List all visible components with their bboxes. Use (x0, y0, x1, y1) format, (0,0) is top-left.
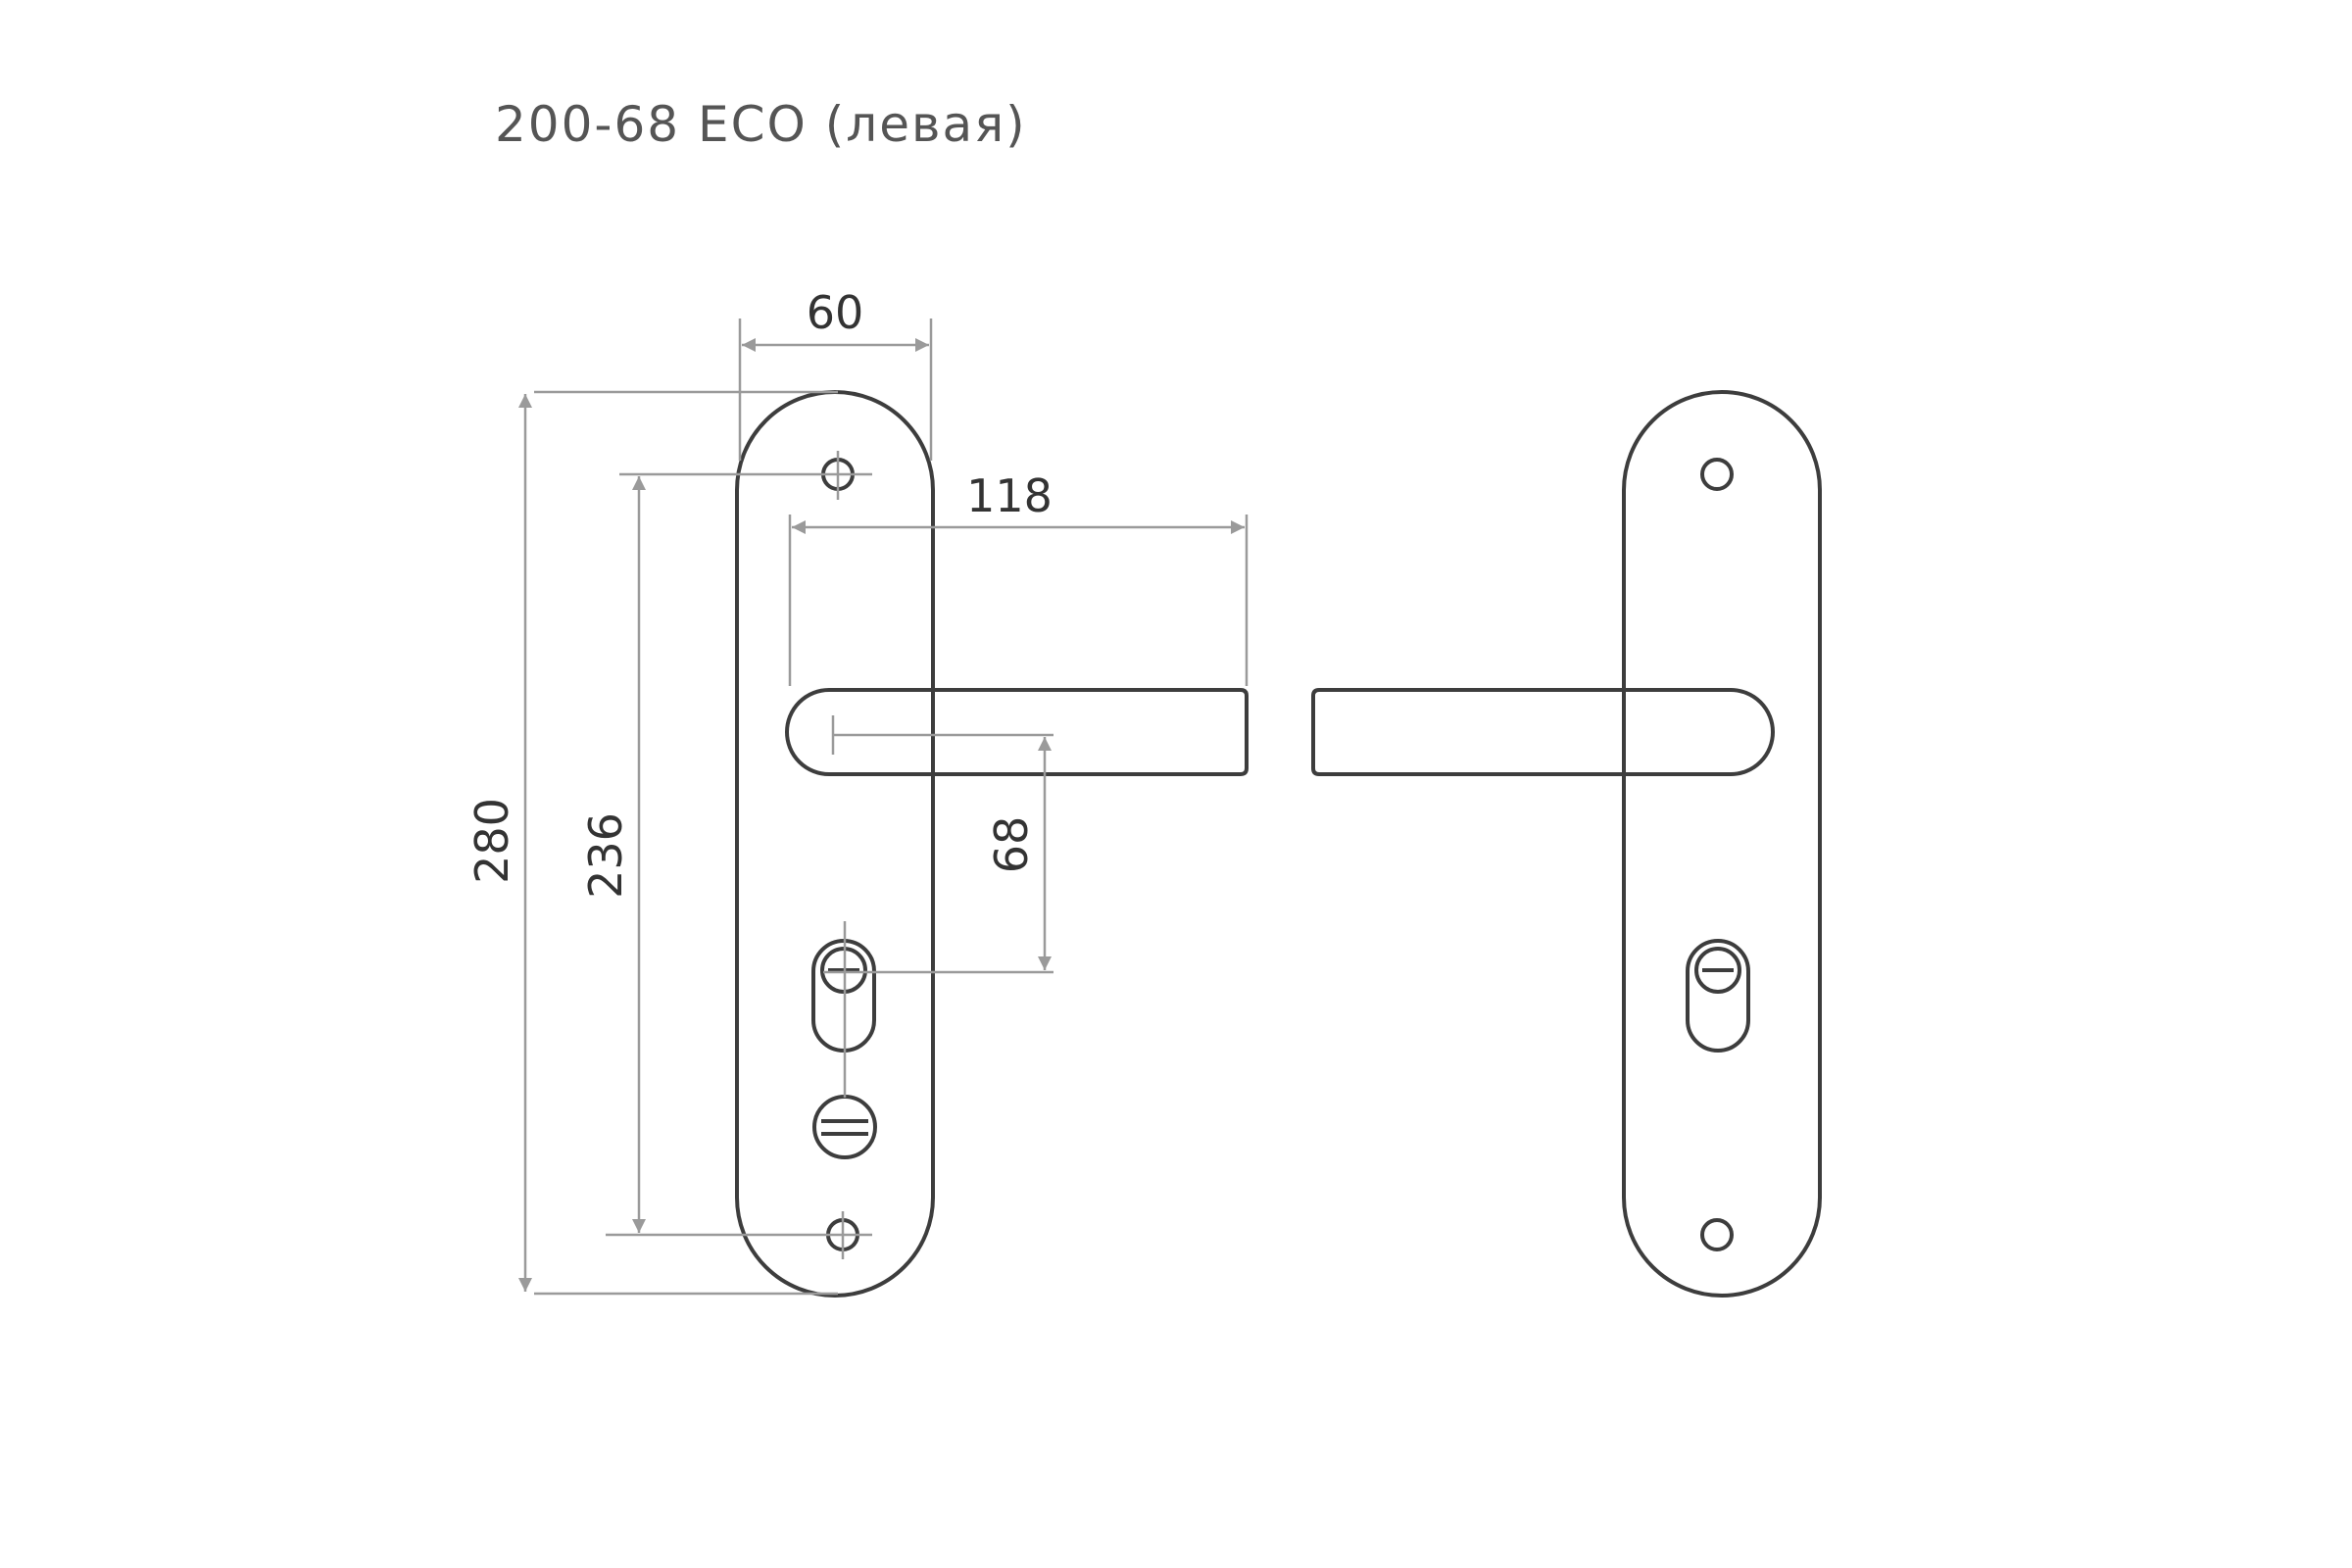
top-screw-hole-back (1700, 458, 1734, 491)
dim-label-width: 60 (807, 286, 864, 339)
drawing-title: 200-68 ECO (левая) (495, 96, 1027, 153)
dim-label-lever-length: 118 (966, 469, 1053, 522)
dim-label-height: 280 (466, 798, 518, 884)
front-view: 60 118 280 236 68 (466, 286, 1249, 1298)
lever-back (1311, 688, 1775, 776)
lever-front (785, 688, 1249, 776)
thumbturn-knob (812, 1095, 877, 1159)
dim-label-center-distance: 68 (985, 816, 1038, 874)
back-view (1311, 390, 1822, 1298)
bottom-screw-hole-back (1700, 1218, 1734, 1251)
backplate-back (1622, 390, 1822, 1298)
key-cylinder-back (1686, 939, 1750, 1053)
dim-label-screw-spacing: 236 (579, 812, 632, 899)
